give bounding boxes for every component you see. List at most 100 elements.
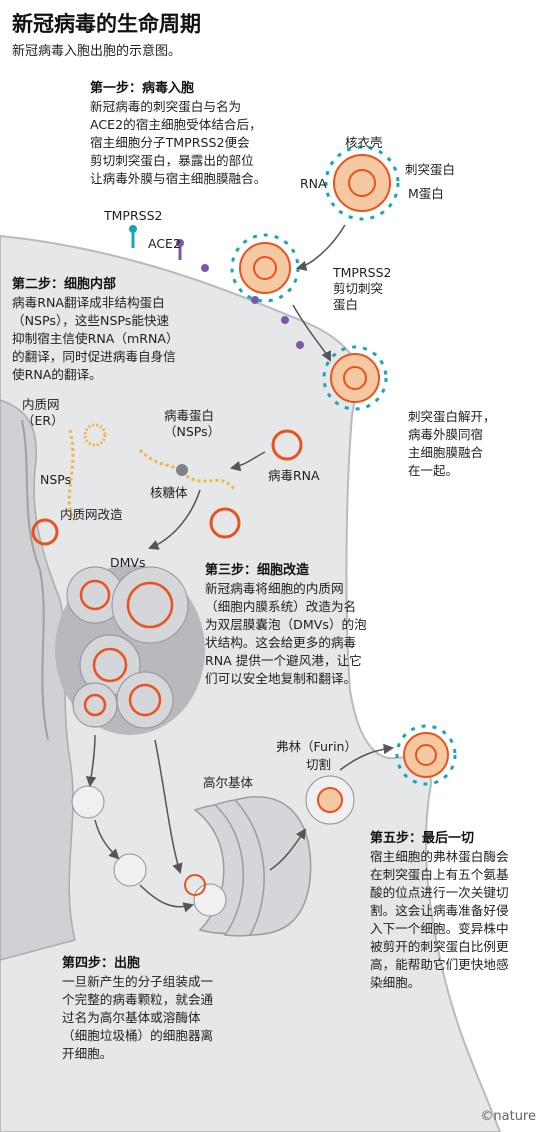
spike-label: 刺突蛋白	[405, 162, 456, 177]
step1-line: ACE2的宿主细胞受体结合后，	[90, 117, 262, 132]
step5-title: 第五步：最后一切	[370, 831, 475, 846]
nature-credit: ©nature	[480, 1109, 536, 1124]
tmprss2-label: TMPRSS2	[104, 208, 163, 223]
arrow	[229, 451, 266, 472]
er-line: （ER）	[22, 413, 64, 428]
step2-line: （NSPs），这些NSPs能快速	[12, 313, 170, 328]
tmprss2-cut-line: 剪切刺突	[333, 281, 384, 296]
arrow	[269, 828, 307, 871]
fusion-line: 主细胞膜融合	[408, 445, 484, 460]
step3-line: 状结构。这会给更多的病毒	[205, 635, 357, 650]
step3-title: 第三步：细胞改造	[205, 563, 310, 578]
step5-line: 酸的位点进行一次关键切	[370, 885, 509, 900]
dmvs-label: DMVs	[110, 555, 146, 570]
step4-line: 一旦新产生的分子组装成一	[62, 974, 214, 989]
fusion-line: 刺突蛋白解开，	[408, 409, 496, 424]
nsp-chain	[138, 448, 237, 491]
furin-vesicle	[305, 775, 355, 825]
ribosome-icon	[176, 464, 188, 476]
er-rna-blob	[31, 518, 59, 546]
step1-line: 新冠病毒的刺突蛋白与名为	[90, 99, 242, 114]
furin-label: 弗林（Furin） 切割	[276, 738, 357, 774]
step2-block: 第二步：细胞内部 病毒RNA翻译成非结构蛋白 （NSPs），这些NSPs能快速 …	[12, 276, 222, 384]
viral-rna-label: 病毒RNA	[268, 468, 320, 483]
step2-line: 病毒RNA翻译成非结构蛋白	[12, 295, 165, 310]
ace2-receptor	[176, 239, 184, 260]
fusion-line: 病毒外膜同宿	[408, 427, 484, 442]
nsp-blob	[83, 423, 107, 447]
ribosome-label: 核糖体	[150, 485, 188, 500]
step4-line: 过名为高尔基体或溶酶体	[62, 1010, 201, 1025]
dmv-cluster	[55, 565, 205, 735]
arrow	[339, 743, 395, 771]
viral-rna-blob	[271, 429, 303, 461]
page-title: 新冠病毒的生命周期	[12, 12, 201, 36]
host-cell	[0, 234, 502, 1132]
er-line: 内质网	[22, 397, 60, 412]
step2-title: 第二步：细胞内部	[12, 277, 117, 292]
golgi-label: 高尔基体	[203, 775, 254, 790]
tmprss2-cut-line: TMPRSS2	[333, 265, 392, 280]
step4-line: （细胞垃圾桶）的细胞器离	[62, 1028, 214, 1043]
arrow	[94, 819, 120, 860]
step4-line: 开细胞。	[62, 1046, 113, 1061]
step1-line: 剪切刺突蛋白，暴露出的部位	[90, 153, 254, 168]
virion	[322, 345, 388, 411]
step3-line: （细胞内膜系统）改造为名	[205, 599, 357, 614]
membrane-protein	[281, 316, 289, 324]
step4-title: 第四步：出胞	[62, 956, 141, 971]
step3-line: 们可以安全地复制和翻译。	[205, 671, 357, 686]
step4-block: 第四步：出胞 一旦新产生的分子组装成一 个完整的病毒颗粒，就会通 过名为高尔基体…	[62, 955, 262, 1063]
step3-line: RNA 提供一个避风港，让它	[205, 653, 362, 668]
virion	[395, 724, 457, 786]
golgi-apparatus	[193, 796, 312, 937]
step1-line: 让病毒外膜与宿主细胞膜融合。	[90, 171, 267, 186]
er-rna-blob	[209, 507, 241, 539]
virion	[230, 233, 300, 303]
step5-line: 高，能帮助它们更快地感	[370, 957, 509, 972]
step2-line: 使RNA的翻译。	[12, 367, 102, 382]
step3-block: 第三步：细胞改造 新冠病毒将细胞的内质网 （细胞内膜系统）改造为名 为双层膜囊泡…	[205, 562, 395, 688]
step5-line: 宿主细胞的弗林蛋白酶会	[370, 849, 509, 864]
membrane-protein	[251, 296, 259, 304]
step1-block: 第一步：病毒入胞 新冠病毒的刺突蛋白与名为 ACE2的宿主细胞受体结合后， 宿主…	[90, 80, 325, 188]
viral-proteins-label: 病毒蛋白 （NSPs）	[164, 408, 220, 440]
arrow	[295, 224, 346, 272]
arrow	[154, 739, 183, 875]
furin-line: 切割	[306, 757, 332, 772]
tmprss2-receptor	[129, 225, 137, 248]
arrow	[139, 884, 195, 913]
arrow	[85, 734, 97, 788]
step3-line: 新冠病毒将细胞的内质网	[205, 581, 344, 596]
m-protein-label: M蛋白	[408, 186, 444, 201]
fusion-label: 刺突蛋白解开， 病毒外膜同宿 主细胞膜融合 在一起。	[408, 408, 496, 480]
ace2-label: ACE2	[148, 236, 181, 251]
furin-line: 弗林（Furin）	[276, 739, 357, 754]
page-subtitle: 新冠病毒入胞出胞的示意图。	[12, 44, 182, 59]
tmprss2-cut-line: 蛋白	[333, 297, 359, 312]
membrane-protein	[296, 341, 304, 349]
step5-line: 入下一个细胞。变异株中	[370, 921, 509, 936]
capsid-label: 核衣壳	[345, 135, 383, 150]
arrow	[148, 489, 201, 550]
nsp-strand	[67, 429, 77, 521]
step4-line: 个完整的病毒颗粒，就会通	[62, 992, 214, 1007]
nsps-label: NSPs	[40, 472, 72, 487]
er-label: 内质网 （ER）	[22, 397, 64, 429]
tmprss2-cut-label: TMPRSS2 剪切刺突 蛋白	[333, 265, 391, 313]
rna-label: RNA	[300, 176, 327, 191]
step5-line: 割。这会让病毒准备好侵	[370, 903, 509, 918]
er-remodel-label: 内质网改造	[60, 507, 123, 522]
step3-line: 为双层膜囊泡（DMVs）的泡	[205, 617, 367, 632]
step2-line: 抑制宿主信使RNA（mRNA）	[12, 331, 179, 346]
viral-proteins-line: 病毒蛋白	[164, 408, 215, 423]
step5-line: 在刺突蛋白上有五个氨基	[370, 867, 509, 882]
membrane-protein	[201, 264, 209, 272]
step1-title: 第一步：病毒入胞	[90, 81, 195, 96]
viral-proteins-line: （NSPs）	[164, 424, 221, 439]
step2-line: 的翻译，同时促进病毒自身信	[12, 349, 176, 364]
step1-line: 宿主细胞分子TMPRSS2便会	[90, 135, 250, 150]
virion	[324, 145, 400, 221]
step5-line: 染细胞。	[370, 975, 421, 990]
